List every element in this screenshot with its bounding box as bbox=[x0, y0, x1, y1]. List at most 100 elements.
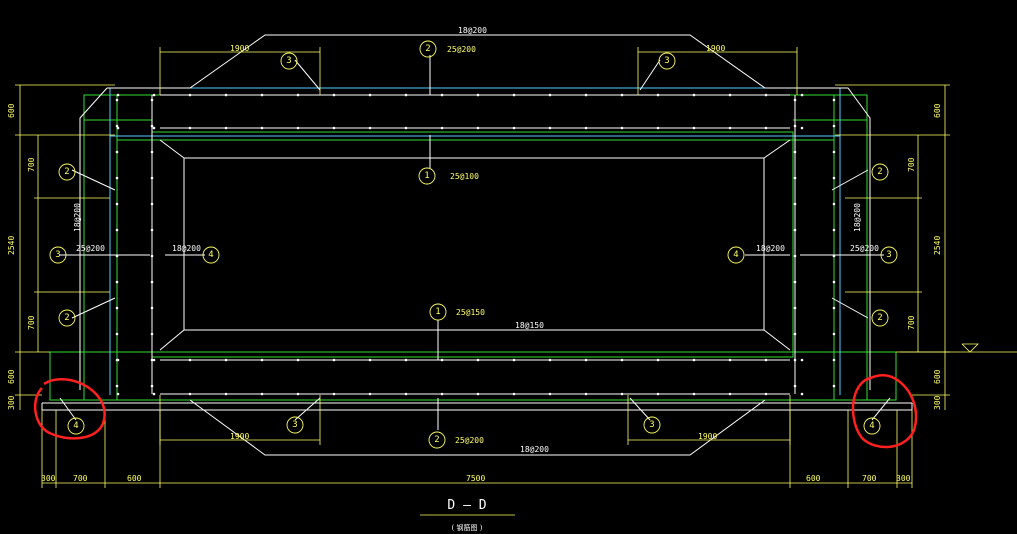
rebar-dot bbox=[115, 202, 119, 206]
rebar-dot bbox=[404, 392, 408, 396]
rebar-dot bbox=[115, 124, 119, 128]
rebar-dot bbox=[296, 93, 300, 97]
rebar-dot bbox=[800, 392, 804, 396]
rebar-dot bbox=[150, 384, 154, 388]
dim-bottom-0: 300 bbox=[41, 474, 56, 483]
rebar-dot bbox=[150, 124, 154, 128]
rebar-dot bbox=[115, 254, 119, 258]
rebar-dot bbox=[548, 93, 552, 97]
rebar-dot bbox=[620, 93, 624, 97]
rebar-dot bbox=[260, 93, 264, 97]
rebar-dot bbox=[620, 392, 624, 396]
rebar-dot bbox=[332, 93, 336, 97]
dim-bottom-4: 600 bbox=[806, 474, 821, 483]
rebar-dot bbox=[440, 93, 444, 97]
rebar-dot bbox=[793, 228, 797, 232]
label-bottom-bar2: 25@200 bbox=[455, 436, 484, 445]
rebar-dot bbox=[548, 126, 552, 130]
label-mid-rebar: 18@150 bbox=[515, 321, 544, 330]
rebar-dot bbox=[150, 254, 154, 258]
rebar-dot bbox=[620, 358, 624, 362]
rebar-dot bbox=[512, 93, 516, 97]
dim-left-2: 2540 bbox=[7, 236, 16, 255]
rebar-dot bbox=[832, 358, 836, 362]
dim-right-5: 300 bbox=[933, 395, 942, 410]
rebar-dot bbox=[692, 126, 696, 130]
rebar-dots bbox=[115, 93, 836, 396]
rebar-dot bbox=[793, 306, 797, 310]
dim-haunch-top-left: 1900 bbox=[230, 44, 249, 53]
section-subtitle: ( 钢筋图 ) bbox=[452, 523, 483, 532]
dim-right-3: 700 bbox=[907, 315, 916, 330]
dim-haunch-top-right: 1900 bbox=[706, 44, 725, 53]
label-top-bar2: 25@200 bbox=[447, 45, 476, 54]
rebar-dot bbox=[548, 392, 552, 396]
rebar-dot bbox=[150, 358, 154, 362]
label-left-inner-bar4: 18@200 bbox=[172, 244, 201, 253]
label-bottom-rebar: 18@200 bbox=[520, 445, 549, 454]
rebar-dot bbox=[440, 126, 444, 130]
callout-1-floor: 1 bbox=[435, 307, 440, 317]
callout-2-right-upper: 2 bbox=[877, 167, 882, 177]
label-right-bar3: 25@200 bbox=[850, 244, 879, 253]
callout-2-top: 2 bbox=[425, 44, 430, 54]
callout-1-roof: 1 bbox=[424, 171, 429, 181]
dim-haunch-bottom-left: 1900 bbox=[230, 432, 249, 441]
rebar-dot bbox=[793, 254, 797, 258]
rebar-dot bbox=[793, 280, 797, 284]
rebar-dot bbox=[224, 126, 228, 130]
rebar-dot bbox=[224, 358, 228, 362]
rebar-dot bbox=[404, 126, 408, 130]
rebar-dot bbox=[115, 332, 119, 336]
rebar-dot bbox=[332, 126, 336, 130]
rebar-dot bbox=[793, 358, 797, 362]
rebar-dot bbox=[188, 93, 192, 97]
dim-left-0: 600 bbox=[7, 103, 16, 118]
rebar-labels: 18@200 25@200 25@100 25@150 18@150 25@20… bbox=[73, 26, 879, 454]
rebar-dot bbox=[800, 93, 804, 97]
rebar-dot bbox=[832, 98, 836, 102]
rebar-dot bbox=[404, 358, 408, 362]
rebar-dot bbox=[764, 358, 768, 362]
rebar-dot bbox=[656, 358, 660, 362]
dim-bottom-6: 300 bbox=[896, 474, 911, 483]
rebar-dot bbox=[224, 392, 228, 396]
rebar-dot bbox=[152, 126, 156, 130]
rebar-dot bbox=[548, 358, 552, 362]
dim-haunch-bottom-right: 1900 bbox=[698, 432, 717, 441]
rebar-dot bbox=[656, 126, 660, 130]
rebar-dot bbox=[764, 392, 768, 396]
rebar-dot bbox=[332, 358, 336, 362]
rebar-dot bbox=[150, 202, 154, 206]
rebar-dot bbox=[115, 98, 119, 102]
callout-2-left-upper: 2 bbox=[64, 167, 69, 177]
dim-right-2: 2540 bbox=[933, 236, 942, 255]
rebar-dot bbox=[115, 280, 119, 284]
rebar-dot bbox=[584, 126, 588, 130]
rebar-dot bbox=[800, 126, 804, 130]
rebar-dot bbox=[115, 228, 119, 232]
rebar-dot bbox=[793, 384, 797, 388]
rebar-dot bbox=[832, 176, 836, 180]
rebar-dot bbox=[296, 126, 300, 130]
callout-4-bottom-left: 4 bbox=[73, 421, 78, 431]
dim-left-1: 700 bbox=[27, 157, 36, 172]
rebar-dot bbox=[476, 358, 480, 362]
rebar-dot bbox=[188, 392, 192, 396]
rebar-dot bbox=[152, 358, 156, 362]
rebar-dot bbox=[793, 176, 797, 180]
callout-3-right: 3 bbox=[886, 250, 891, 260]
dim-right-0: 600 bbox=[933, 103, 942, 118]
rebar-dot bbox=[150, 150, 154, 154]
rebar-dot bbox=[260, 392, 264, 396]
rebar-lines bbox=[41, 34, 913, 456]
rebar-dot bbox=[832, 280, 836, 284]
rebar-dot bbox=[260, 358, 264, 362]
label-left-wall-dist: 18@200 bbox=[73, 203, 82, 232]
rebar-dot bbox=[440, 392, 444, 396]
red-markup bbox=[34, 374, 918, 449]
rebar-dot bbox=[115, 150, 119, 154]
rebar-dot bbox=[296, 392, 300, 396]
